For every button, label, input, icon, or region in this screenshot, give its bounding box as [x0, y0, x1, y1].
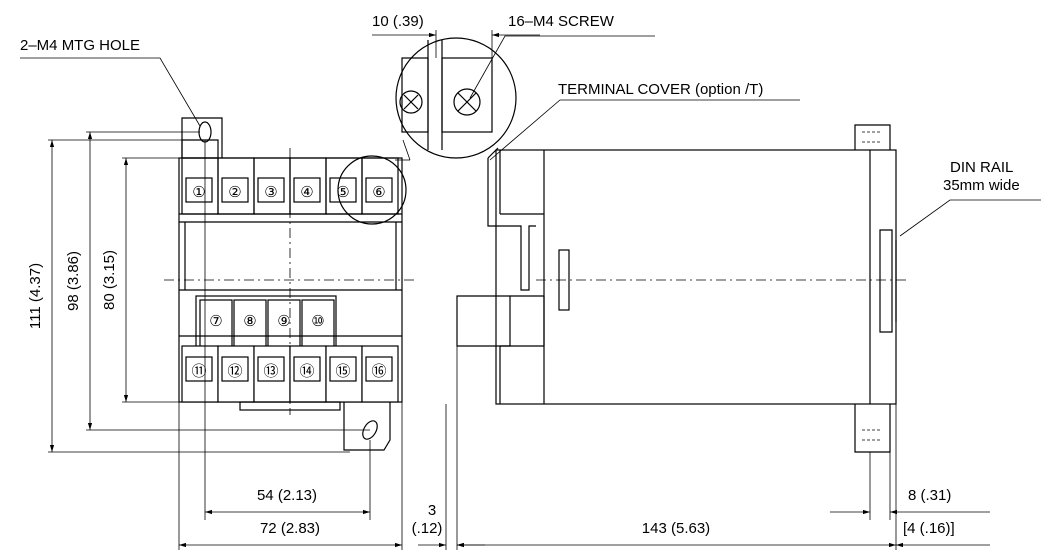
dim-height-body: 80 (3.15) [101, 250, 118, 310]
terminal-row-middle: ⑦ ⑧ ⑨ ⑩ [195, 295, 337, 357]
terminal-13: ⑬ [263, 363, 278, 380]
mounting-tab-outline [181, 117, 223, 158]
screw-detail [395, 37, 517, 161]
mounting-hole-bottom [362, 420, 378, 440]
terminal-14: ⑭ [299, 363, 314, 380]
dim-width-overall: 72 (2.83) [260, 520, 320, 537]
label-terminal-cover: TERMINAL COVER (option /T) [558, 81, 763, 98]
dim-gap-value: 3 [428, 502, 436, 519]
terminal-5: ⑤ [336, 184, 349, 201]
terminal-row-bottom: ⑪ ⑫ ⑬ ⑭ ⑮ ⑯ [181, 345, 399, 403]
dim-gap-inch: (.12) [412, 520, 443, 537]
mounting-tab-bottom [343, 402, 391, 451]
label-mtg-hole: 2–M4 MTG HOLE [20, 37, 140, 54]
label-screw: 16–M4 SCREW [508, 13, 615, 30]
side-body [495, 149, 897, 405]
terminal-15: ⑮ [335, 363, 350, 380]
dim-width-holes: 54 (2.13) [257, 487, 317, 504]
label-din-rail-1: DIN RAIL [950, 159, 1013, 176]
terminal-row-top: ① ② ③ ④ ⑤ ⑥ [181, 157, 399, 215]
dim-height-overall: 111 (4.37) [27, 263, 44, 329]
terminal-7: ⑦ [209, 313, 222, 330]
terminal-10: ⑩ [311, 313, 324, 330]
dim-height-holes: 98 (3.86) [65, 251, 82, 311]
dim-depth: 143 (5.63) [642, 520, 710, 537]
terminal-12: ⑫ [227, 363, 242, 380]
dimension-lines [20, 30, 1041, 550]
dim-rail-offset: 8 (.31) [908, 487, 951, 504]
terminal-cover [487, 158, 536, 291]
terminal-16: ⑯ [371, 363, 386, 380]
terminal-1: ① [192, 184, 205, 201]
labels: 2–M4 MTG HOLE 16–M4 SCREW TERMINAL COVER… [20, 13, 1020, 537]
mounting-tab-top [181, 139, 219, 159]
terminal-6: ⑥ [372, 184, 385, 201]
terminal-3: ③ [264, 184, 277, 201]
side-terminal-block [456, 295, 511, 347]
terminal-4: ④ [300, 184, 313, 201]
terminal-2: ② [228, 184, 241, 201]
terminal-8: ⑧ [243, 313, 256, 330]
dim-rail-extra: [4 (.16)] [903, 520, 955, 537]
detail-circle-small [337, 155, 407, 225]
terminal-9: ⑨ [277, 313, 290, 330]
label-din-rail-2: 35mm wide [943, 177, 1020, 194]
terminal-11: ⑪ [191, 363, 206, 380]
side-view [456, 124, 910, 453]
mounting-hole-top [198, 121, 212, 143]
front-view: ① ② ③ ④ ⑤ ⑥ ⑦ ⑧ ⑨ ⑩ [164, 117, 414, 451]
dim-pitch: 10 (.39) [372, 13, 424, 30]
